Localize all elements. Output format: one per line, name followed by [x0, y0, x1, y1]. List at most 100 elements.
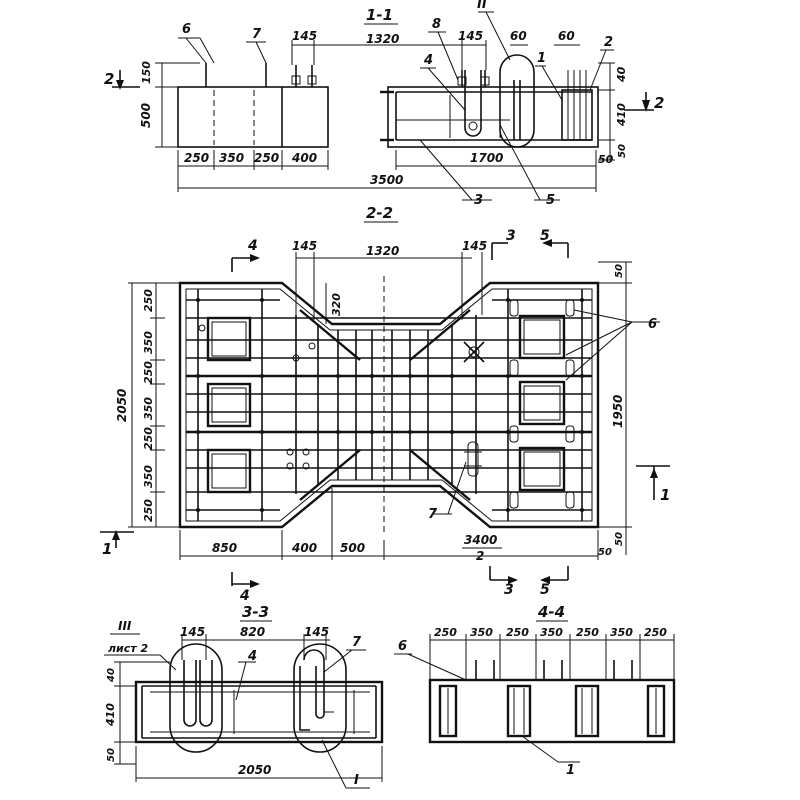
dim-11-right-50b: 50 — [617, 144, 628, 158]
section-33-body — [134, 680, 384, 744]
callout-5-section11: 5 — [546, 193, 555, 208]
section-title-2-2: 2-2 — [366, 204, 393, 222]
cut-mark-4-bottom: 4 — [239, 588, 250, 604]
dim-44-7: 250 — [644, 626, 667, 639]
longitudinal-rebars — [186, 299, 592, 511]
dim-44-3: 250 — [506, 626, 529, 639]
dim-11-left-150: 150 — [140, 61, 153, 84]
dim-22-top-320: 320 — [330, 293, 343, 316]
dim-33-bot-2050: 2050 — [238, 763, 271, 777]
callout-2-section11: 2 — [604, 35, 613, 50]
callout-6-section22: 6 — [648, 317, 657, 332]
sheet-reference: лист 2 — [108, 642, 148, 655]
dim-11-top-145a: 145 — [292, 29, 317, 43]
dim-22-top-145b: 145 — [462, 239, 487, 253]
dim-22-left-350c: 350 — [142, 465, 155, 488]
section-3-3: 3-3 145 820 145 40 41 — [104, 603, 384, 789]
callout-6-section11: 6 — [182, 22, 191, 37]
callout-8-section11: 8 — [432, 17, 441, 32]
callout-roman3-section33: III — [118, 619, 132, 633]
callout-7-section11: 7 — [252, 27, 262, 42]
dim-11-top-145b: 145 — [458, 29, 483, 43]
dim-44-4: 350 — [540, 626, 563, 639]
dim-22-left-2050: 2050 — [115, 389, 129, 422]
dim-33-left-410: 410 — [104, 703, 117, 727]
beam-left-block — [177, 86, 329, 148]
dim-11-top-60b: 60 — [558, 29, 575, 43]
cut-mark-5-top: 5 — [540, 228, 550, 244]
dim-33-left-50: 50 — [106, 748, 117, 762]
callout-4-section11: 4 — [423, 53, 433, 68]
dim-33-left-40: 40 — [106, 668, 117, 683]
dim-33-top-145a: 145 — [180, 625, 205, 639]
beam-right-block — [387, 86, 599, 148]
dim-22-bot-850: 850 — [212, 541, 237, 555]
dim-44-2: 350 — [470, 626, 493, 639]
detail-iii-oval — [169, 643, 223, 753]
cut-mark-2-right: 2 — [654, 94, 664, 112]
section-title-4-4: 4-4 — [537, 603, 565, 621]
dim-11-right-410: 410 — [615, 103, 628, 127]
dim-22-left-350b: 350 — [142, 397, 155, 420]
dim-11-top-1320: 1320 — [366, 32, 399, 46]
section-title-1-1: 1-1 — [366, 6, 393, 24]
section-4-4: 4-4 250 350 250 350 250 350 250 — [394, 603, 676, 778]
dim-22-top-145a: 145 — [292, 239, 317, 253]
callout-4-section33: 4 — [247, 649, 257, 664]
dim-11-bot-250b: 250 — [254, 151, 279, 165]
dim-33-top-820: 820 — [240, 625, 265, 639]
cut-mark-4-top: 4 — [247, 238, 258, 254]
section-1-1: 1-1 — [104, 0, 664, 208]
dim-22-right-1950: 1950 — [611, 395, 625, 428]
cut-mark-3-top: 3 — [506, 228, 516, 244]
dim-11-bot-250a: 250 — [184, 151, 209, 165]
transverse-rebars — [197, 289, 583, 521]
section-title-3-3: 3-3 — [242, 603, 269, 621]
dim-22-left-250c: 250 — [142, 427, 155, 450]
dim-44-5: 250 — [576, 626, 599, 639]
callout-1-section11: 1 — [537, 51, 546, 66]
dim-44-1: 250 — [434, 626, 457, 639]
dim-22-left-250a: 250 — [142, 289, 155, 312]
dim-11-bot-3500: 3500 — [370, 173, 403, 187]
dim-11-right-50: 50 — [598, 153, 614, 166]
cut-mark-1-right: 1 — [660, 486, 670, 504]
dim-22-top-1320: 1320 — [366, 244, 399, 258]
dim-22-right-50: 50 — [614, 264, 625, 278]
section-44-inserts — [438, 684, 666, 738]
dim-11-bot-350: 350 — [219, 151, 244, 165]
callout-3-section11: 3 — [474, 193, 483, 208]
dim-22-bot-3400: 3400 — [464, 533, 497, 547]
cut-mark-1-left: 1 — [102, 540, 112, 558]
dim-22-right-50b: 50 — [614, 532, 625, 546]
callout-7-section22: 7 — [428, 507, 438, 522]
dim-11-right-40: 40 — [615, 66, 628, 83]
dim-22-bot-500: 500 — [340, 541, 365, 555]
dim-22-left-350a: 350 — [142, 331, 155, 354]
cut-mark-3-bottom: 3 — [504, 582, 514, 598]
cut-mark-2-left: 2 — [104, 70, 114, 88]
dim-11-bot-1700: 1700 — [470, 151, 503, 165]
callout-roman1-section33: I — [354, 773, 359, 788]
dim-22-left-250d: 250 — [142, 499, 155, 522]
embedded-plates-right — [509, 299, 575, 509]
detail-ii-oval — [499, 54, 535, 148]
dim-22-bot-400: 400 — [291, 541, 317, 555]
dim-22-left-250b: 250 — [142, 361, 155, 384]
dim-22-right-50c: 50 — [598, 547, 612, 558]
dim-22-bot-half: 2 — [476, 549, 484, 563]
dim-11-top-60a: 60 — [510, 29, 527, 43]
section-44-body — [428, 678, 676, 744]
section-2-2: 2-2 — [100, 204, 670, 604]
callout-roman2-section11: II — [477, 0, 487, 12]
dim-11-bot-400: 400 — [291, 151, 317, 165]
dim-44-6: 350 — [610, 626, 633, 639]
callout-1-section44: 1 — [566, 763, 575, 778]
dim-11-left-500: 500 — [139, 103, 153, 128]
detail-i-oval — [293, 643, 347, 753]
dim-33-top-145b: 145 — [304, 625, 329, 639]
cut-mark-5-bottom: 5 — [540, 582, 550, 598]
callout-6-section44: 6 — [398, 639, 407, 654]
callout-7-section33: 7 — [352, 635, 362, 650]
